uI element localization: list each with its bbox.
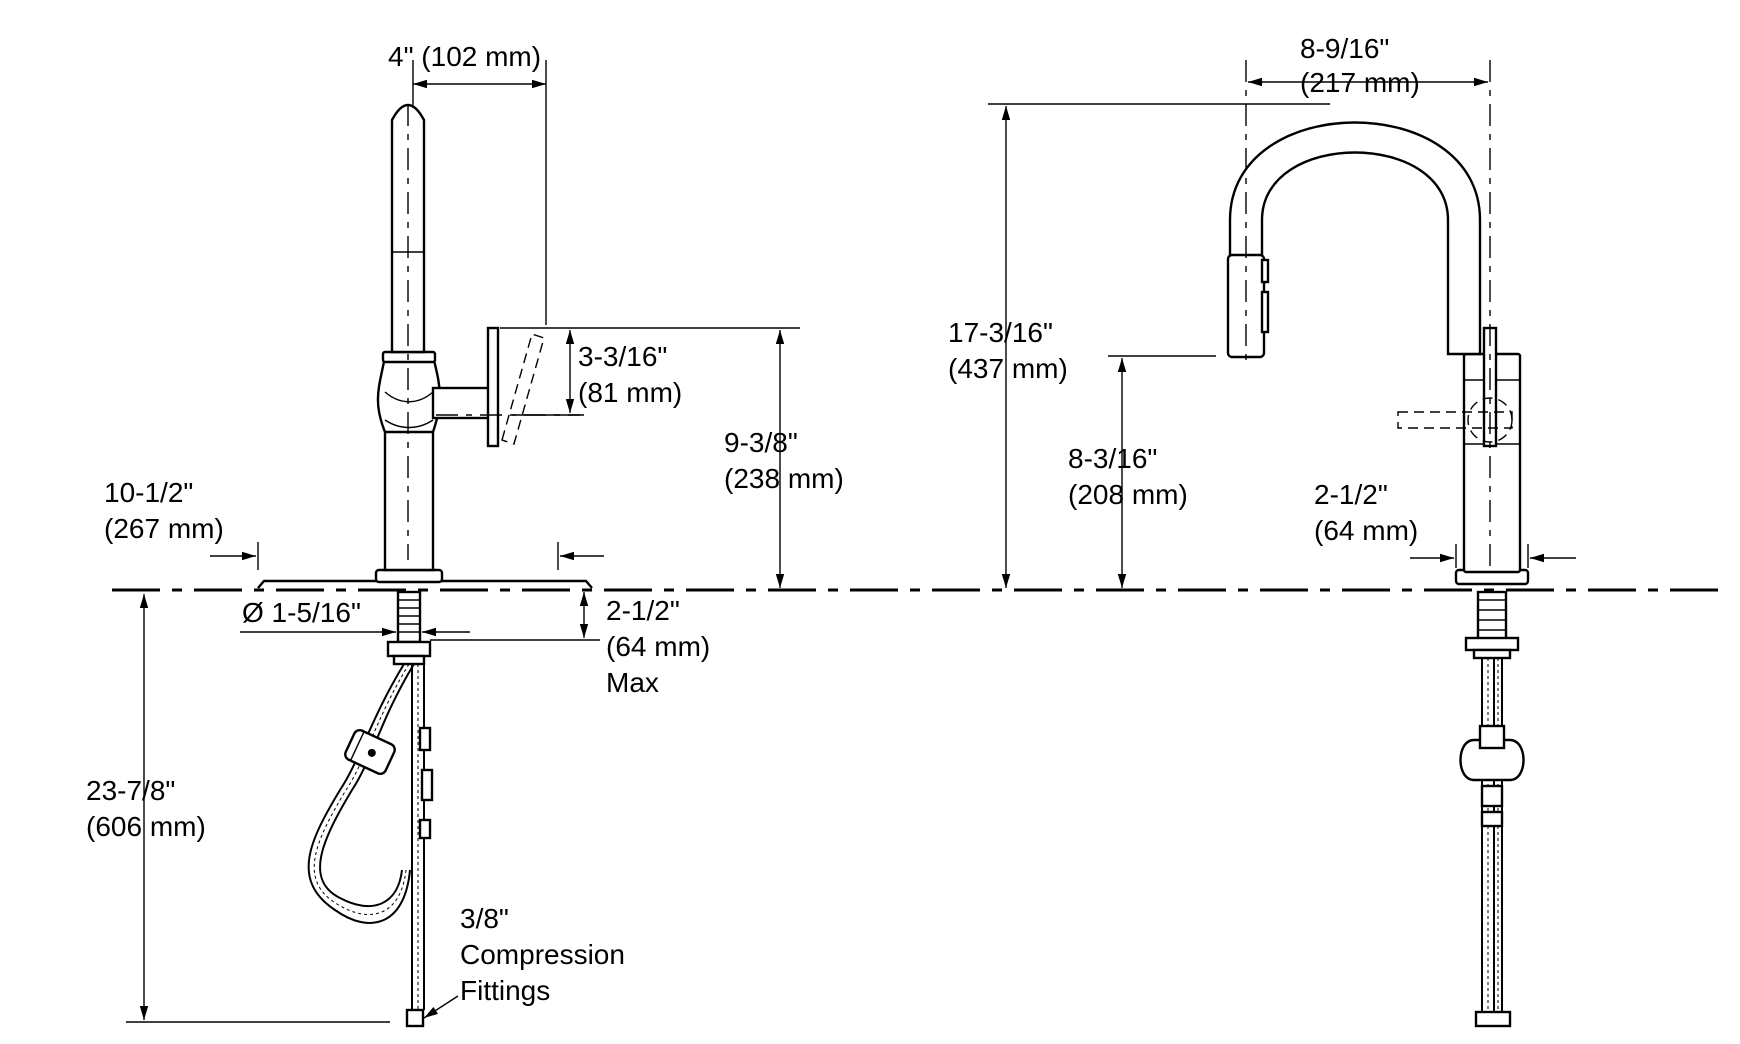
side-view: 4" (102 mm) 3-3/16" (81 mm) 9-3/8" (238 …	[86, 41, 844, 1028]
lever-handle	[431, 386, 491, 420]
callout-fitting-label: Fittings	[460, 975, 550, 1006]
front-handle-rotated	[1397, 411, 1513, 429]
base-ring	[374, 568, 444, 584]
mounting-nut	[386, 640, 432, 658]
dim-deck-thickness-note: Max	[606, 667, 659, 698]
dim-deck-to-handle-in: 9-3/8"	[724, 427, 798, 458]
dim-base-diameter-mm: (64 mm)	[1314, 515, 1418, 546]
dim-spout-width-mm: (217 mm)	[1300, 67, 1420, 98]
front-shank	[1476, 590, 1508, 642]
dim-handle-height-mm: (81 mm)	[578, 377, 682, 408]
dim-deck-thickness-in: 2-1/2"	[606, 595, 680, 626]
dim-handle-height-in: 3-3/16"	[578, 341, 667, 372]
lever-blade	[486, 326, 500, 448]
front-view: 8-9/16" (217 mm) 17-3/16" (437 mm) 8-3/1…	[948, 33, 1576, 1028]
front-supply-fittings	[1474, 1010, 1512, 1028]
faucet-body-lower	[383, 428, 435, 572]
callout-fitting-size: 3/8"	[460, 903, 509, 934]
front-nut	[1464, 636, 1520, 652]
dim-supply-length-mm: (606 mm)	[86, 811, 206, 842]
supply-fitting	[405, 1008, 425, 1028]
dim-spout-width-in: 8-9/16"	[1300, 33, 1389, 64]
dim-spout-clearance-in: 8-3/16"	[1068, 443, 1157, 474]
dim-overall-height-in: 17-3/16"	[948, 317, 1053, 348]
front-hose-weight	[1459, 738, 1525, 782]
dim-supply-length-in: 23-7/8"	[86, 775, 175, 806]
spout-tube	[390, 103, 426, 354]
collar	[381, 350, 437, 364]
quick-connect	[418, 726, 432, 752]
dim-base-diameter-in: 2-1/2"	[1314, 479, 1388, 510]
dim-deck-to-handle-mm: (238 mm)	[724, 463, 844, 494]
dim-plate-width-in: 10-1/2"	[104, 477, 193, 508]
dim-spout-reach: 4" (102 mm)	[388, 41, 541, 72]
handle-rotated-phantom	[501, 333, 545, 445]
callout-fitting-type: Compression	[460, 939, 625, 970]
dim-deck-thickness-mm: (64 mm)	[606, 631, 710, 662]
dim-hole-diameter: Ø 1-5/16"	[242, 597, 361, 628]
dim-plate-width-mm: (267 mm)	[104, 513, 224, 544]
dim-spout-clearance-mm: (208 mm)	[1068, 479, 1188, 510]
dim-overall-height-mm: (437 mm)	[948, 353, 1068, 384]
